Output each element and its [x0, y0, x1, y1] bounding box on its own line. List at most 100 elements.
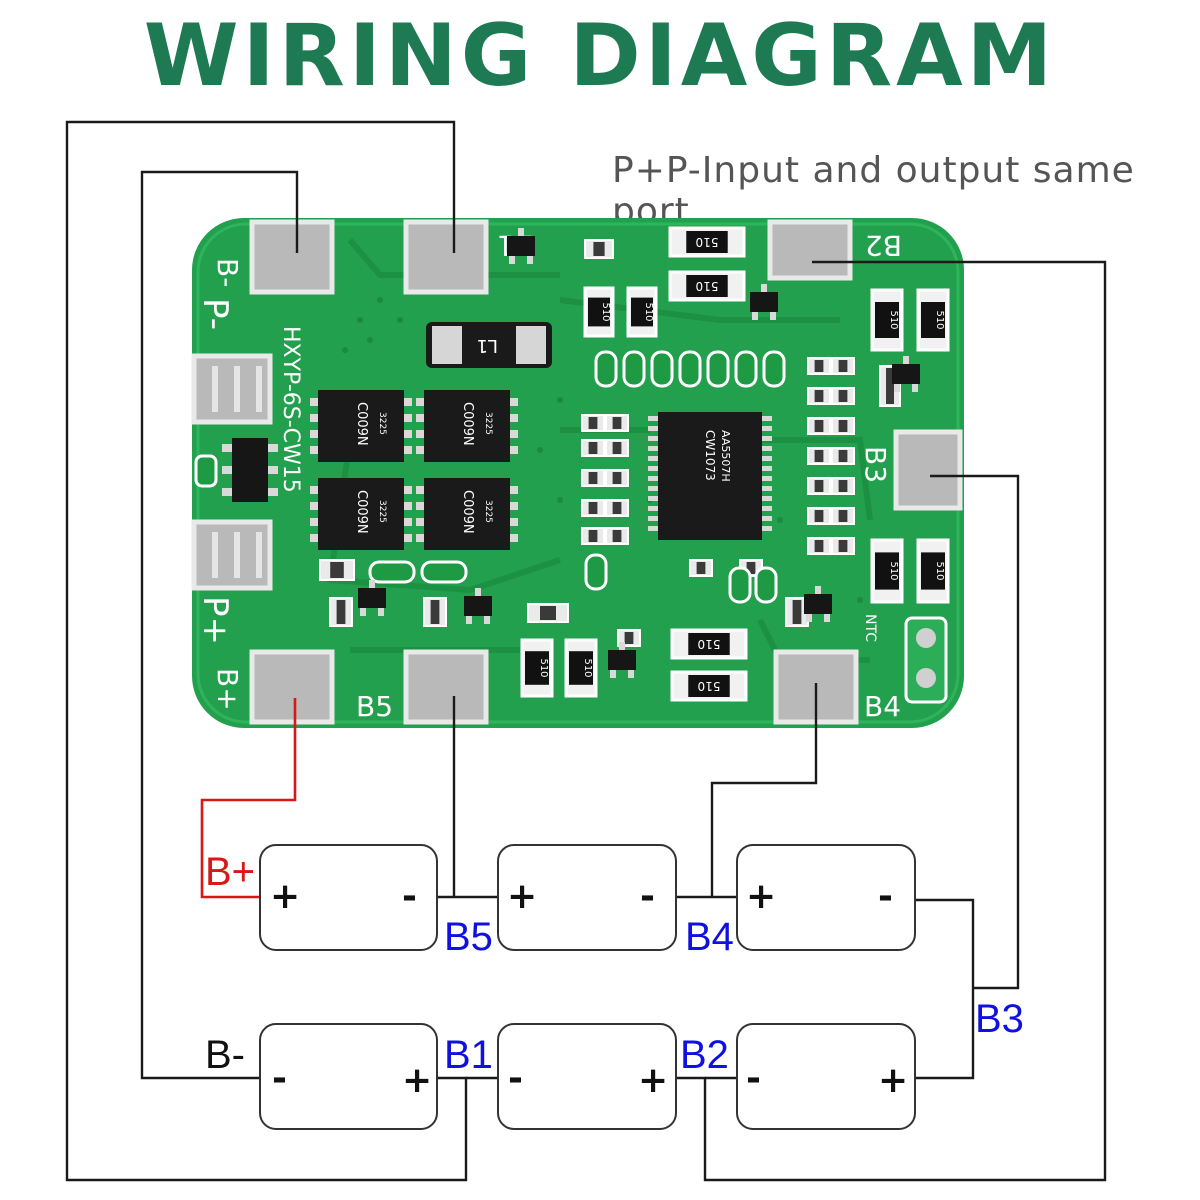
solder-pill-5 [706, 350, 730, 388]
small-part-8 [605, 439, 629, 457]
wire-labels: B+ B- B5 B4 B3 B1 B2 [205, 850, 1024, 1077]
pad-b3 [893, 429, 963, 511]
resistor-5: 510 [870, 288, 904, 352]
resistor-4: 510 [626, 286, 658, 338]
small-part-28 [423, 597, 447, 627]
pad-b-minus [249, 219, 335, 295]
svg-text:AA5507H: AA5507H [719, 430, 732, 482]
small-part-27 [329, 597, 353, 627]
small-part-26 [319, 559, 355, 581]
pad-b2 [767, 219, 853, 281]
cell-bottom-3-left: - [746, 1058, 761, 1099]
small-part-11 [605, 527, 629, 545]
small-part-19 [831, 357, 855, 375]
small-part-4 [581, 469, 605, 487]
mosfet-marking: C009N [354, 402, 369, 446]
transistor-4 [358, 580, 386, 616]
resistor-code: 510 [538, 658, 549, 677]
small-part-33 [689, 559, 713, 577]
resistor-12: 510 [564, 638, 598, 698]
small-part-9 [605, 469, 629, 487]
wire-b4 [710, 683, 818, 897]
ntc-hole-2 [916, 668, 936, 688]
cell-bottom-3 [736, 1023, 916, 1130]
cell-bottom-1-right: + [402, 1060, 432, 1101]
wiring [65, 120, 1107, 1182]
inductor: L1 [426, 322, 552, 368]
small-part-15 [807, 447, 831, 465]
transistor-group [358, 228, 920, 678]
svg-text:CW1073: CW1073 [703, 430, 717, 481]
cell-bottom-2-left: - [508, 1058, 523, 1099]
resistor-9: 510 [670, 628, 748, 660]
wire-b-minus [140, 170, 299, 1080]
small-part-22 [831, 447, 855, 465]
small-part-29 [527, 603, 569, 623]
label-b4: B4 [685, 915, 734, 959]
small-part-23 [831, 477, 855, 495]
transistor-2 [750, 284, 778, 320]
mosfet-code: 3225 [483, 412, 493, 435]
solder-pill-1 [594, 350, 618, 388]
transistor-6 [608, 642, 636, 678]
pad-pill-group [368, 350, 786, 604]
cell-top-1 [259, 844, 438, 951]
small-part-10 [605, 499, 629, 517]
resistor-code: 510 [643, 302, 654, 321]
solder-pill-9 [728, 566, 752, 604]
solder-pill-2 [622, 350, 646, 388]
resistor-6: 510 [916, 288, 950, 352]
cell-top-1-left: + [270, 876, 300, 917]
solder-pill-3 [650, 350, 674, 388]
resistor-code: 510 [934, 310, 945, 329]
resistor-code: 510 [600, 302, 611, 321]
resistor-code: 510 [696, 279, 719, 293]
mosfet-marking: C009N [354, 490, 369, 534]
small-part-18 [807, 537, 831, 555]
resistor-code: 510 [698, 637, 721, 651]
small-part-7 [605, 414, 629, 432]
resistor-code: 510 [696, 235, 719, 249]
resistor-3: 510 [583, 286, 615, 338]
svg-text:L1: L1 [477, 335, 498, 356]
small-part-20 [831, 387, 855, 405]
small-part-25 [831, 537, 855, 555]
silk-b4: B4 [864, 690, 901, 723]
battery-cells: + - + - + - - + - + - + [259, 844, 916, 1130]
silk-p-minus: P- [195, 298, 235, 330]
solder-pill-8 [584, 553, 608, 591]
silk-ntc: NTC [862, 614, 878, 642]
small-part-3 [581, 439, 605, 457]
transistor-1 [507, 228, 535, 264]
ntc-hole-1 [916, 628, 936, 648]
mosfet-marking: C009N [460, 402, 475, 446]
silk-b5: B5 [356, 690, 393, 723]
small-part-6 [581, 527, 605, 545]
cell-top-3 [736, 844, 916, 951]
transistor-5 [464, 588, 492, 624]
resistor-code: 510 [582, 658, 593, 677]
resistor-code: 510 [698, 679, 721, 693]
resistor-2: 510 [668, 270, 746, 302]
controller-ic: CW1073 AA5507H [648, 412, 772, 540]
cell-bottom-1-left: - [272, 1058, 287, 1099]
solder-pill-4 [678, 350, 702, 388]
small-part-21 [831, 417, 855, 435]
solder-pill-6 [734, 350, 758, 388]
mosfet-marking: C009N [460, 490, 475, 534]
resistor-1: 510 [668, 226, 746, 258]
cell-bottom-2-right: + [638, 1060, 668, 1101]
resistor-code: 510 [934, 561, 945, 580]
small-part-17 [807, 507, 831, 525]
small-part-1 [584, 239, 614, 259]
label-b2: B2 [680, 1033, 729, 1077]
label-b-plus: B+ [205, 850, 255, 894]
small-part-16 [807, 477, 831, 495]
transistor-7 [804, 586, 832, 622]
